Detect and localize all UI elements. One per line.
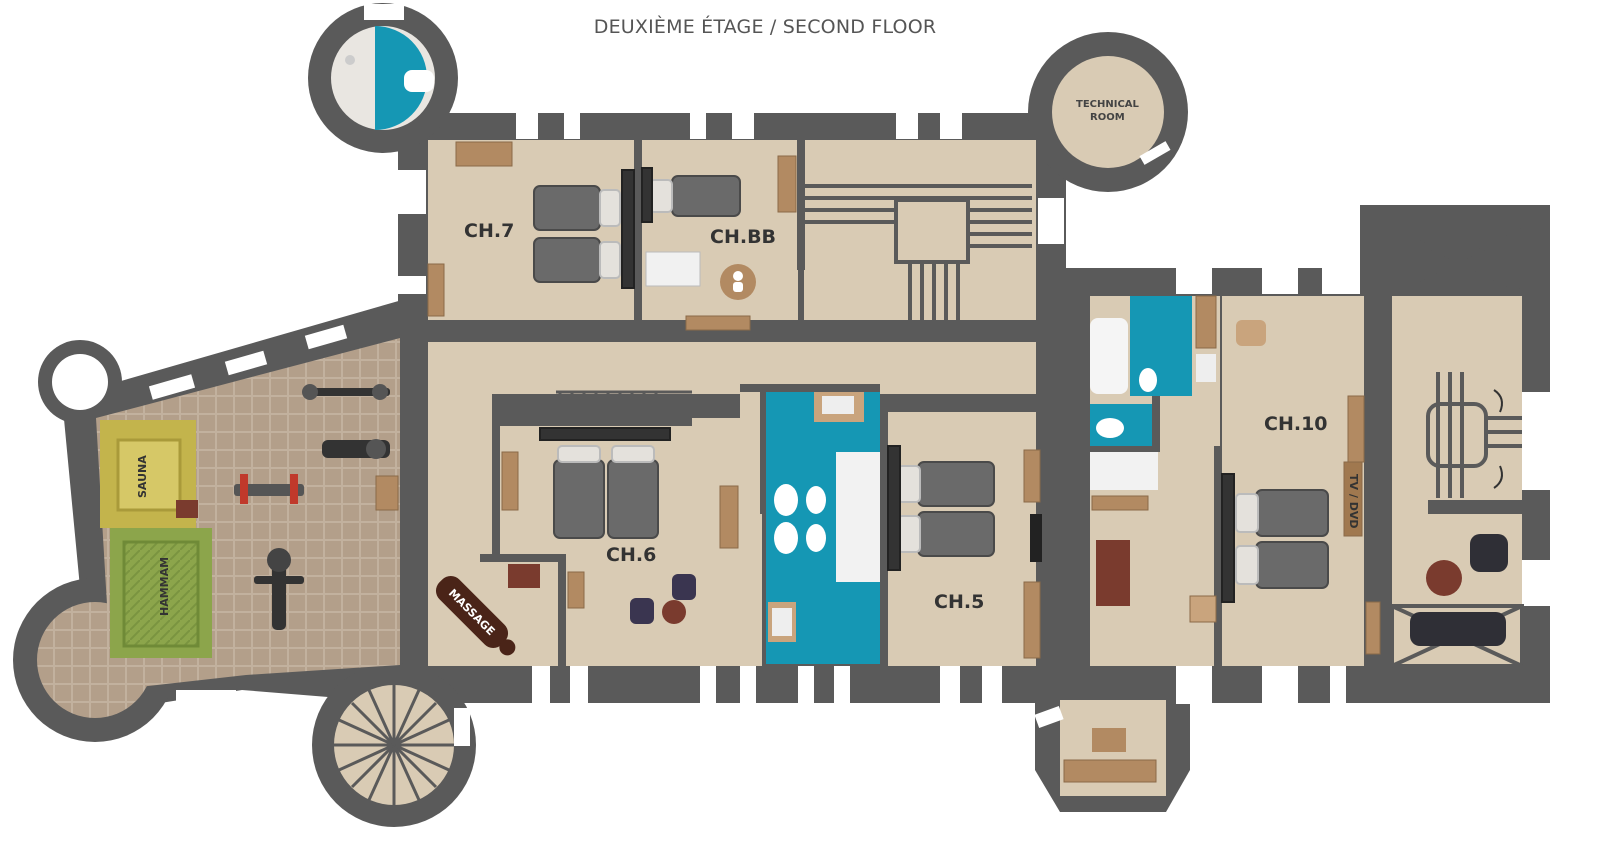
desk-chair-ch10	[1236, 320, 1266, 346]
label-chbb: CH.BB	[710, 226, 776, 248]
floor-ch6-left	[428, 394, 492, 560]
wall-ch6-top	[492, 418, 692, 426]
floor-ch10	[1222, 296, 1364, 666]
bed-ch7-2	[533, 237, 601, 283]
bed-chbb	[671, 175, 741, 217]
wall-ch6-left	[492, 418, 500, 560]
floor-ch6-hall	[740, 394, 762, 666]
floor-corridor	[428, 342, 1036, 394]
bed-ch5-2	[917, 511, 995, 557]
gym-machine-1	[306, 388, 390, 396]
label-technical: TECHNICAL	[1076, 99, 1140, 110]
bathrooms	[331, 26, 1216, 664]
beds	[533, 167, 1329, 603]
central-sink-2-basin	[772, 608, 792, 636]
top-staircase	[804, 184, 1032, 320]
bay-desk	[1092, 728, 1126, 752]
gym-bench	[234, 484, 304, 496]
misc-furniture	[630, 251, 1508, 752]
central-sink-basin	[822, 396, 854, 414]
bed-ch10-1	[1255, 489, 1329, 537]
tower-shower-drain	[345, 55, 355, 65]
sofa	[1410, 612, 1506, 646]
bed-ch6-2	[607, 459, 659, 539]
label-ch10: CH.10	[1264, 413, 1328, 435]
label-hammam: HAMMAM	[158, 557, 171, 616]
wall-massage-top	[480, 554, 560, 562]
interior-walls	[428, 140, 1522, 666]
sauna	[100, 420, 198, 528]
central-shower-1	[836, 452, 882, 518]
label-room: ROOM	[1090, 112, 1125, 123]
far-right-structure	[1390, 228, 1524, 668]
dark-cabinet	[1030, 514, 1042, 562]
bidet-2	[806, 524, 826, 552]
wall-bath-divider	[1152, 396, 1160, 446]
bathroom-tower-teal	[375, 26, 427, 130]
wall-hall-bath	[740, 384, 880, 392]
right-shower	[1090, 452, 1158, 490]
label-ch7: CH.7	[464, 220, 514, 242]
wall-massage-right	[558, 554, 566, 666]
floor-chbb	[640, 140, 798, 320]
wall-ch7-chbb	[634, 140, 642, 320]
bed-ch10-2	[1255, 541, 1329, 589]
bathtub	[1090, 318, 1128, 394]
wall-top-corridor-2	[560, 320, 800, 342]
floor-small-tower	[52, 354, 108, 410]
wall-top-corridor-1	[428, 320, 516, 342]
wall-right-corridor-divider	[1214, 446, 1222, 666]
bed-ch7-1	[533, 185, 601, 231]
wood-furniture	[375, 141, 1381, 783]
label-ch6: CH.6	[606, 544, 656, 566]
massage-side-table	[508, 564, 540, 588]
wall-bath-divider-2	[1090, 446, 1160, 452]
right-toilet	[1139, 368, 1157, 392]
wall-chbb-stair	[797, 140, 805, 270]
label-tv: TV / DVD	[1347, 474, 1360, 528]
central-shower-2	[836, 516, 882, 582]
toilet-2	[774, 522, 798, 554]
wall-bath-right	[880, 404, 888, 666]
spiral-staircase	[334, 685, 454, 805]
windows	[148, 4, 1550, 746]
wall-ch5-top	[888, 404, 980, 412]
wall-bath-left	[760, 392, 766, 514]
floor-ch7	[428, 140, 634, 320]
floors	[52, 56, 1522, 805]
desk-right-corridor	[1096, 540, 1130, 606]
wc-toilet	[1096, 418, 1124, 438]
ch6-stairs	[556, 390, 692, 418]
armchair	[1470, 534, 1508, 572]
bed-ch6-1	[553, 459, 605, 539]
page-title: DEUXIÈME ÉTAGE / SECOND FLOOR	[593, 16, 937, 38]
label-sauna: SAUNA	[136, 455, 149, 498]
gym-equipment	[234, 384, 390, 630]
floor-technical-room	[1052, 56, 1164, 168]
label-ch5: CH.5	[934, 591, 984, 613]
bed-ch5-1	[917, 461, 995, 507]
toilet-1	[774, 484, 798, 516]
wall-far-right-mid	[1428, 500, 1522, 514]
bidet-1	[806, 486, 826, 514]
wall-top-corridor-3	[876, 320, 1036, 342]
baby-changing-table	[645, 251, 701, 287]
floor-far-right	[1392, 296, 1522, 666]
right-sink	[1196, 354, 1216, 382]
tower-toilet	[404, 70, 434, 92]
hammam	[110, 528, 212, 658]
